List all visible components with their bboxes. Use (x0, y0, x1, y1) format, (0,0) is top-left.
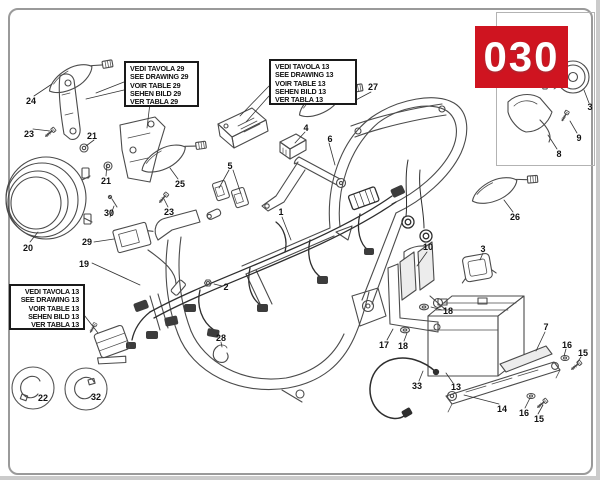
part-label-22: 22 (37, 393, 49, 403)
callout-line: VOIR TABLE 13 (275, 78, 326, 88)
part-label-14: 14 (496, 404, 508, 414)
part-label-23b: 23 (163, 207, 175, 217)
part-label-20: 20 (22, 243, 34, 253)
part-label-29: 29 (81, 237, 93, 247)
callout-see-drawing-29: VEDI TAVOLA 29 SEE DRAWING 29 VOIR TABLE… (124, 61, 199, 107)
part-label-32: 32 (90, 392, 102, 402)
part-label-2: 2 (223, 282, 229, 292)
part-label-25: 25 (174, 179, 186, 189)
page-border (8, 8, 593, 475)
part-label-28: 28 (215, 333, 227, 343)
headlight-drawing (5, 156, 93, 240)
turn-signal-26-drawing (467, 161, 541, 212)
part-label-10: 10 (422, 242, 434, 252)
part-label-17: 17 (378, 340, 390, 350)
callout-line: SEHEN BILD 13 (28, 311, 79, 321)
callout-line: SEE DRAWING 29 (130, 72, 189, 82)
part-label-9-inset: 9 (576, 133, 582, 143)
flasher-relay-drawing (279, 133, 307, 160)
battery-cable-drawing (369, 357, 440, 420)
part-label-8-inset: 8 (556, 149, 562, 159)
callout-line: SEE DRAWING 13 (275, 70, 334, 80)
part-label-30: 30 (103, 208, 115, 218)
part-label-16: 16 (561, 340, 573, 350)
small-fasteners-drawing (43, 126, 170, 205)
part-label-27: 27 (367, 82, 379, 92)
part-label-33: 33 (411, 381, 423, 391)
callout-line: VOIR TABLE 29 (130, 80, 181, 90)
clip-32-circle (64, 367, 108, 411)
part-label-18: 18 (442, 306, 454, 316)
part-label-18b: 18 (397, 341, 409, 351)
signal-bracket-drawing (119, 116, 166, 183)
part-label-5: 5 (227, 161, 233, 171)
callout-line: VOIR TABLE 13 (28, 303, 80, 313)
part-label-16b: 16 (518, 408, 530, 418)
part-label-21: 21 (86, 131, 98, 141)
part-label-1: 1 (278, 207, 284, 217)
callout-line: SEE DRAWING 13 (20, 295, 80, 305)
callout-line: VER TABLA 13 (31, 320, 79, 330)
callout-line: VEDI TAVOLA 13 (24, 287, 79, 296)
part-label-13: 13 (450, 382, 462, 392)
part-label-7: 7 (543, 322, 549, 332)
callout-line: SEHEN BILD 13 (275, 86, 326, 96)
callout-line: VER TABLA 29 (130, 97, 178, 107)
drawing-number-badge: 030 (475, 26, 568, 88)
part-label-3-inset: 3 (587, 102, 593, 112)
part-label-6: 6 (327, 134, 333, 144)
part-label-3: 3 (480, 244, 486, 254)
clip-22-circle (11, 366, 55, 410)
part-label-19: 19 (78, 259, 90, 269)
part-label-4: 4 (303, 123, 309, 133)
turn-signal-24-drawing (43, 46, 116, 101)
battery-bracket-drawing (387, 241, 441, 334)
part-label-21b: 21 (100, 176, 112, 186)
part-label-23: 23 (23, 129, 35, 139)
callout-line: VEDI TAVOLA 29 (130, 64, 185, 73)
part-label-26: 26 (509, 212, 521, 222)
battery-strap-drawing (445, 345, 583, 413)
ecu-drawing (217, 107, 269, 149)
page-edge-bottom (0, 476, 600, 480)
page-edge-right (596, 0, 600, 480)
ignition-coil-drawing (107, 194, 186, 296)
part-label-24: 24 (25, 96, 37, 106)
callout-line: SEHEN BILD 29 (130, 88, 181, 98)
horn-main-drawing (461, 253, 497, 284)
horn-inset-box (496, 12, 595, 166)
callout-line: VEDI TAVOLA 13 (275, 62, 330, 71)
fuses-drawing (206, 179, 249, 220)
callout-line: VER TABLA 13 (275, 95, 323, 105)
callout-see-drawing-13-top: VEDI TAVOLA 13 SEE DRAWING 13 VOIR TABLE… (269, 59, 357, 105)
part-label-15: 15 (577, 348, 589, 358)
clip-28-drawing (212, 344, 229, 363)
part-label-15b: 15 (533, 414, 545, 424)
wiring-harness-drawing (126, 159, 433, 349)
ignition-switch-drawing (88, 321, 130, 365)
callout-see-drawing-13-left: VEDI TAVOLA 13 SEE DRAWING 13 VOIR TABLE… (9, 284, 85, 330)
headlight-bracket-drawing (58, 73, 81, 140)
drawing-number: 030 (483, 33, 560, 80)
bracket-6-drawing (261, 156, 347, 212)
